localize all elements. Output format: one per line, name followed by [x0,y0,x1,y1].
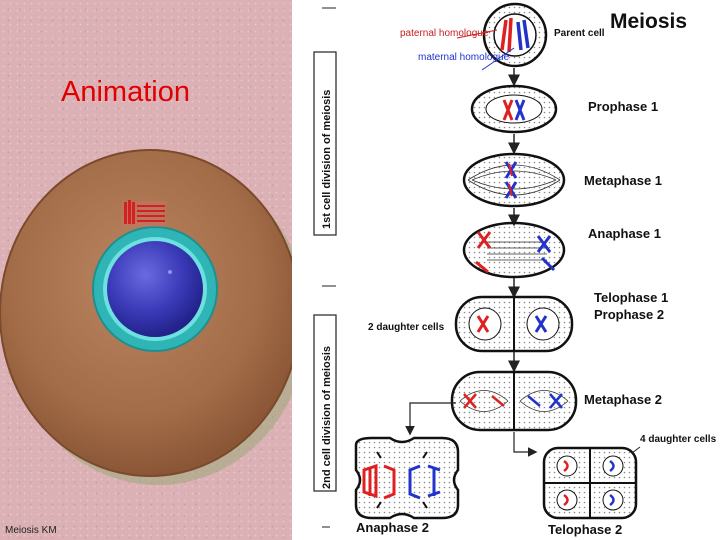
four-daughter-cells-label: 4 daughter cells [640,434,717,445]
diagram-title: Meiosis [610,10,687,33]
telophase1-cell [454,295,574,353]
telophase2-cell [542,446,638,520]
division-bracket-1 [313,7,337,236]
second-division-label: 2nd cell division of meiosis [321,346,333,489]
anaphase2-label: Anaphase 2 [356,520,429,535]
prophase1-cell [470,84,558,134]
anaphase2-cell [354,436,460,520]
anaphase1-cell [462,221,566,279]
parent-cell-label: Parent cell [554,28,605,39]
anaphase1-label: Anaphase 1 [588,226,661,241]
two-daughter-cells-label: 2 daughter cells [368,322,445,333]
cell-illustration [0,149,292,485]
footer-label: Meiosis KM [5,525,57,536]
paternal-homologue-label: paternal homologue [400,28,489,39]
arrow-to-anaphase2 [405,402,456,436]
parent-cell-text: Parent cell [554,28,605,39]
prophase1-label: Prophase 1 [588,99,658,114]
maternal-homologue-label: maternal homologue [418,52,510,63]
metaphase1-cell [462,152,566,208]
telophase1-label: Telophase 1 [594,290,668,305]
four-daughter-cells-text: 4 daughter cells [640,434,717,445]
prophase2-label: Prophase 2 [594,307,664,322]
paternal-pointer [456,29,498,39]
nucleolus [168,270,172,274]
animation-title: Animation [61,76,190,108]
metaphase1-label: Metaphase 1 [584,173,662,188]
parent-cell [482,2,548,68]
maternal-pointer [481,47,515,71]
four-cells-pointer [631,446,641,454]
telophase2-label: Telophase 2 [548,522,622,537]
metaphase2-cell [450,370,578,432]
division-bracket-2 [313,285,337,528]
chromosome-icon [122,200,166,227]
metaphase2-label: Metaphase 2 [584,392,662,407]
first-division-label: 1st cell division of meiosis [321,90,333,229]
animation-panel: Animation Meiosis KM [0,0,292,540]
arrow-to-telophase2 [513,432,538,457]
meiosis-diagram: Meiosis 1st cell division of meiosis 2nd… [313,2,717,537]
nucleus [107,241,203,337]
